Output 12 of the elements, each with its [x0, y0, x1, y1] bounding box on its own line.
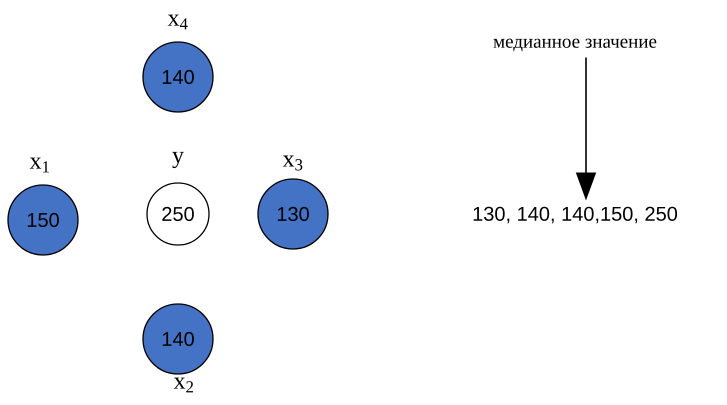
variable-label: x$_{3}$ — [282, 156, 302, 170]
circle-node: 150 — [7, 184, 79, 256]
variable-label: y — [172, 152, 184, 168]
variable-label: x$_{2}$ — [174, 378, 194, 392]
circle-node: 140 — [142, 303, 214, 375]
value-list: 130, 140, 140,150, 250 — [474, 206, 678, 224]
variable-label: x$_{4}$ — [168, 14, 188, 30]
variable-label: x$_{1}$ — [30, 158, 49, 172]
circle-node: 250 — [146, 182, 210, 246]
circle-node: 130 — [257, 178, 329, 250]
caption-text: медианное значение — [494, 38, 656, 52]
circle-node: 140 — [142, 41, 214, 113]
